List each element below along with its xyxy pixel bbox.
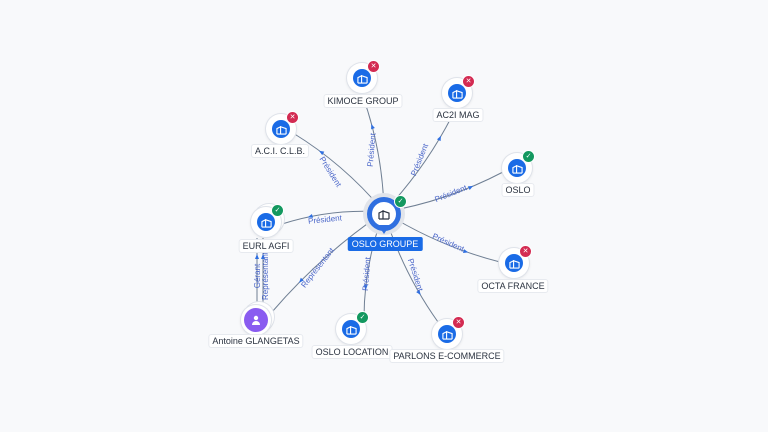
company-node-parlons-e-commerce[interactable]: ✕ [432, 316, 465, 349]
company-node-oslo-location[interactable]: ✓ [336, 311, 369, 344]
building-icon [272, 120, 290, 138]
relation-label: Président [431, 232, 466, 254]
company-label[interactable]: EURL AGFI [239, 240, 293, 252]
company-label[interactable]: A.C.I. C.L.B. [251, 145, 309, 157]
company-node-kimoce-group[interactable]: ✕ [347, 60, 380, 93]
arrow-icon [463, 249, 469, 254]
company-node-octa-france[interactable]: ✕ [499, 245, 532, 278]
arrow-icon [261, 253, 265, 259]
building-icon [372, 202, 396, 226]
check-icon: ✓ [271, 204, 284, 217]
building-icon [448, 84, 466, 102]
relation-label: Président [409, 142, 430, 177]
company-label[interactable]: PARLONS E-COMMERCE [390, 350, 504, 362]
center-node[interactable]: ✓ [367, 195, 407, 237]
company-label[interactable]: OSLO LOCATION [312, 346, 392, 358]
person-label[interactable]: Antoine GLANGETAS [209, 335, 303, 347]
company-node-ac2i-mag[interactable]: ✕ [442, 75, 475, 108]
arrow-icon [467, 185, 474, 190]
relation-label: Représentant [299, 245, 336, 289]
arrow-icon [363, 285, 368, 291]
company-label[interactable]: OSLO [502, 184, 534, 196]
building-icon [353, 69, 371, 87]
cross-icon: ✕ [519, 245, 532, 258]
building-icon [438, 325, 456, 343]
relation-label: Président [318, 155, 344, 189]
relation-label: Président [366, 132, 378, 167]
arrow-icon [416, 289, 421, 296]
company-label[interactable]: OCTA FRANCE [478, 280, 548, 292]
arrow-icon [255, 253, 259, 259]
company-label[interactable]: AC2I MAG [433, 109, 483, 121]
cross-icon: ✕ [452, 316, 465, 329]
arrow-icon [299, 277, 304, 283]
check-icon: ✓ [394, 195, 407, 208]
building-icon [342, 320, 360, 338]
check-icon: ✓ [522, 150, 535, 163]
company-node-eurl-agfi[interactable]: ✓ [251, 204, 284, 237]
cross-icon: ✕ [367, 60, 380, 73]
building-icon [508, 159, 526, 177]
company-node-aci-clb[interactable]: ✕ [266, 111, 299, 144]
arrow-icon [318, 150, 325, 156]
relation-label: Représentant [261, 251, 270, 300]
cross-icon: ✕ [462, 75, 475, 88]
arrow-icon [371, 123, 375, 130]
relation-label: Président [361, 256, 372, 291]
relation-label: Gérant [253, 263, 262, 288]
building-icon [505, 254, 523, 272]
relation-label: Président [308, 213, 343, 226]
check-icon: ✓ [356, 311, 369, 324]
arrow-icon [307, 213, 314, 218]
person-node-antoine-glangetas[interactable] [241, 302, 274, 335]
relation-label: Président [433, 183, 468, 204]
company-label[interactable]: KIMOCE GROUP [324, 95, 402, 107]
relation-label: Président [406, 257, 425, 293]
person-icon [244, 308, 268, 332]
company-node-oslo[interactable]: ✓ [502, 150, 535, 183]
arrow-icon [436, 135, 441, 142]
cross-icon: ✕ [286, 111, 299, 124]
center-node-label[interactable]: OSLO GROUPE [347, 237, 423, 251]
building-icon [257, 213, 275, 231]
